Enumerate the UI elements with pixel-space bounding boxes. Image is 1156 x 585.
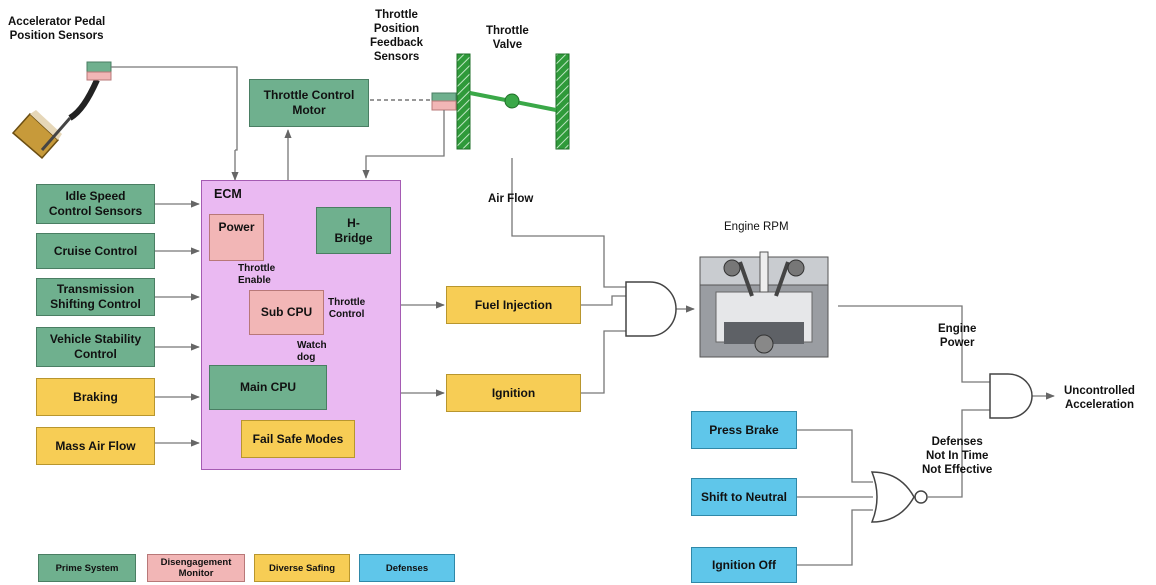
pedal-to-ecm — [111, 66, 237, 180]
press-brake-box: Press Brake — [691, 411, 797, 449]
acceleration-and-gate — [989, 373, 1033, 419]
engine-rpm-label: Engine RPM — [724, 221, 789, 233]
power-box: Power — [209, 214, 264, 261]
ignition-box: Ignition — [446, 374, 581, 412]
engine-icon — [699, 251, 829, 358]
sub-cpu-box: Sub CPU — [249, 290, 324, 335]
mass-air-flow-box: Mass Air Flow — [36, 427, 155, 465]
ecm-label: ECM — [214, 187, 242, 201]
shift-to-neutral-box: Shift to Neutral — [691, 478, 797, 516]
fail-safe-modes-box: Fail Safe Modes — [241, 420, 355, 458]
braking-box: Braking — [36, 378, 155, 416]
ignition-off-box: Ignition Off — [691, 547, 797, 583]
legend-diverse-safing: Diverse Safing — [254, 554, 350, 582]
air-flow-label: Air Flow — [488, 193, 534, 205]
legend-defenses: Defenses — [359, 554, 455, 582]
h-bridge-box: H-Bridge — [316, 207, 391, 254]
cruise-control-box: Cruise Control — [36, 233, 155, 269]
engine-and-gate — [625, 281, 677, 337]
defenses-nor-gate — [870, 471, 915, 523]
fuel-injection-box: Fuel Injection — [446, 286, 581, 324]
accelerator-pedal-icon — [11, 61, 112, 160]
throttle-valve-icon — [431, 53, 570, 150]
legend-prime-system: Prime System — [38, 554, 136, 582]
main-cpu-box: Main CPU — [209, 365, 327, 410]
feedback-to-ecm — [362, 110, 445, 179]
